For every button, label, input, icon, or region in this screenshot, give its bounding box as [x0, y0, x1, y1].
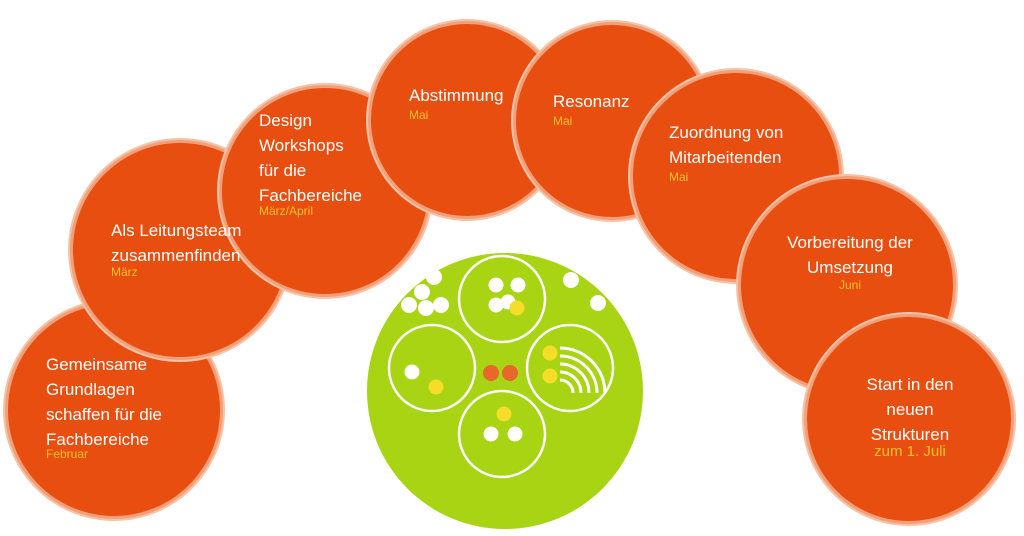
- center-orange-dots: [483, 365, 518, 381]
- group-ring-top: [457, 254, 547, 344]
- organization-structure-illustration: [367, 253, 643, 529]
- group-ring-left: [387, 323, 477, 413]
- arc-symbol: [559, 346, 607, 394]
- group-bottom-people: [483, 406, 523, 442]
- group-left-people: [404, 364, 444, 395]
- loose-people-left: [401, 269, 449, 316]
- loose-people-right: [563, 272, 606, 311]
- group-right-people: [542, 345, 607, 394]
- group-top-people: [488, 277, 526, 316]
- group-ring-right: [525, 323, 615, 413]
- step-circle-8: [804, 314, 1014, 524]
- group-ring-bottom: [457, 389, 547, 479]
